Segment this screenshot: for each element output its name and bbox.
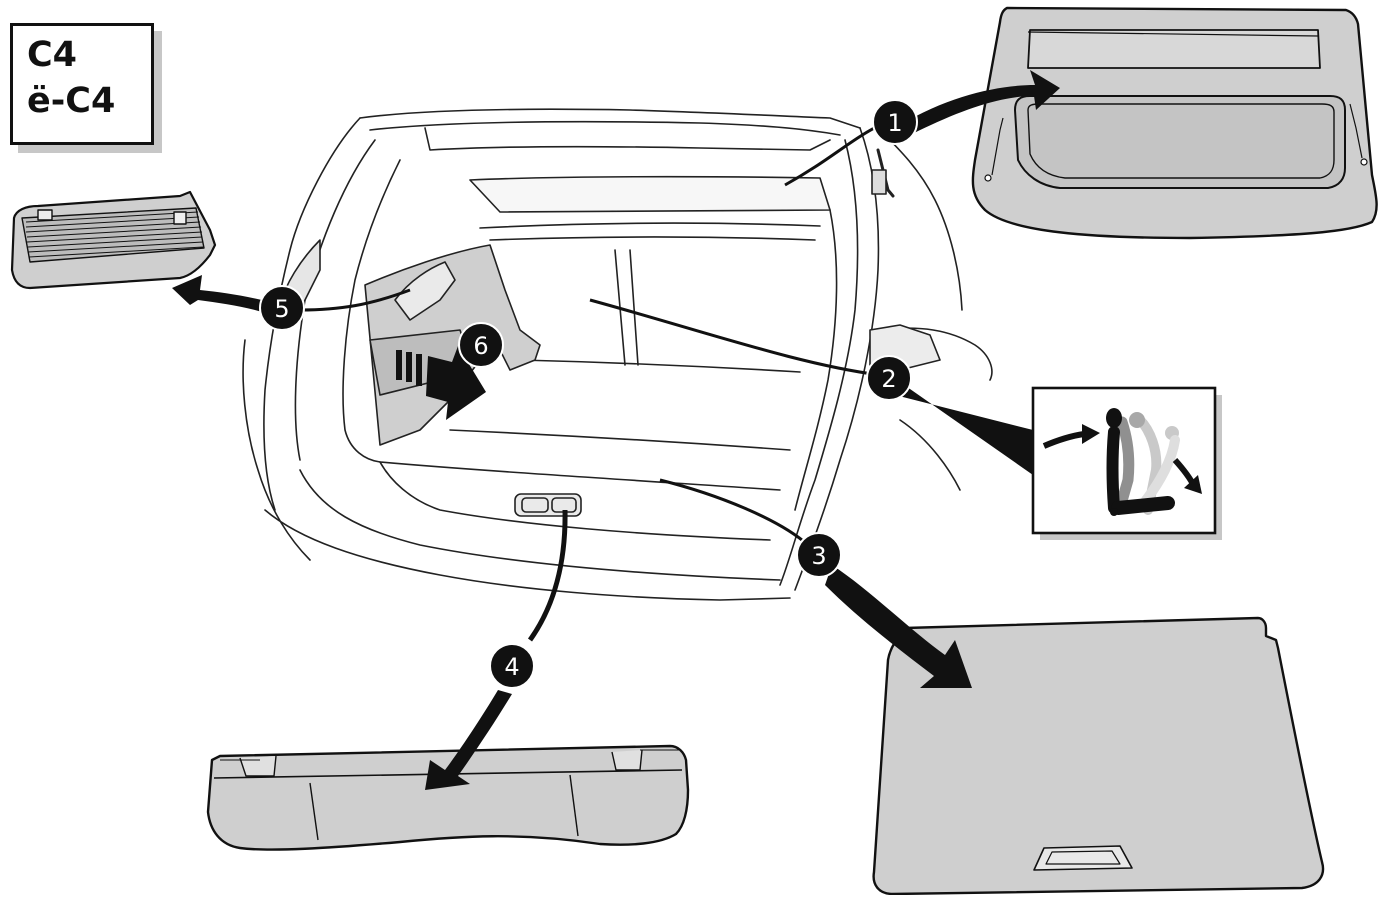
arrow-3-line <box>659 478 809 547</box>
arrow-1 <box>900 70 1060 135</box>
seat-fold-inset <box>1031 386 1222 540</box>
model-badge: C4 ë-C4 <box>10 23 154 145</box>
callout-3-number: 3 <box>811 542 826 570</box>
arrow-5-line <box>299 288 411 312</box>
callout-1-number: 1 <box>887 109 902 137</box>
arrow-2 <box>895 382 1033 475</box>
callout-4: 4 <box>489 643 535 689</box>
car-trunk-drawing <box>242 108 993 601</box>
model-name-e-c4: ë-C4 <box>27 81 116 121</box>
seat-fold-icon <box>1042 408 1202 516</box>
arrow-2-line <box>589 298 881 377</box>
callout-4-number: 4 <box>504 653 519 681</box>
callout-2: 2 <box>866 355 912 401</box>
callout-5: 5 <box>259 285 305 331</box>
arrow-4 <box>425 690 512 790</box>
arrow-5 <box>172 275 262 312</box>
parcel-shelf-part <box>971 6 1378 240</box>
arrow-3 <box>825 565 972 688</box>
callout-3: 3 <box>796 532 842 578</box>
callout-6-number: 6 <box>473 332 488 360</box>
boot-floor-part <box>872 616 1325 896</box>
callout-2-number: 2 <box>881 365 896 393</box>
arrow-4-line <box>527 509 568 642</box>
callout-6: 6 <box>458 322 504 368</box>
arrow-6 <box>396 346 486 420</box>
model-name-c4: C4 <box>27 35 78 75</box>
callout-5-number: 5 <box>274 295 289 323</box>
arrow-1-line <box>784 123 881 187</box>
side-cover-part <box>10 190 217 290</box>
callout-arrows <box>172 70 1060 790</box>
sill-trim-part <box>206 744 690 851</box>
callout-1: 1 <box>872 99 918 145</box>
